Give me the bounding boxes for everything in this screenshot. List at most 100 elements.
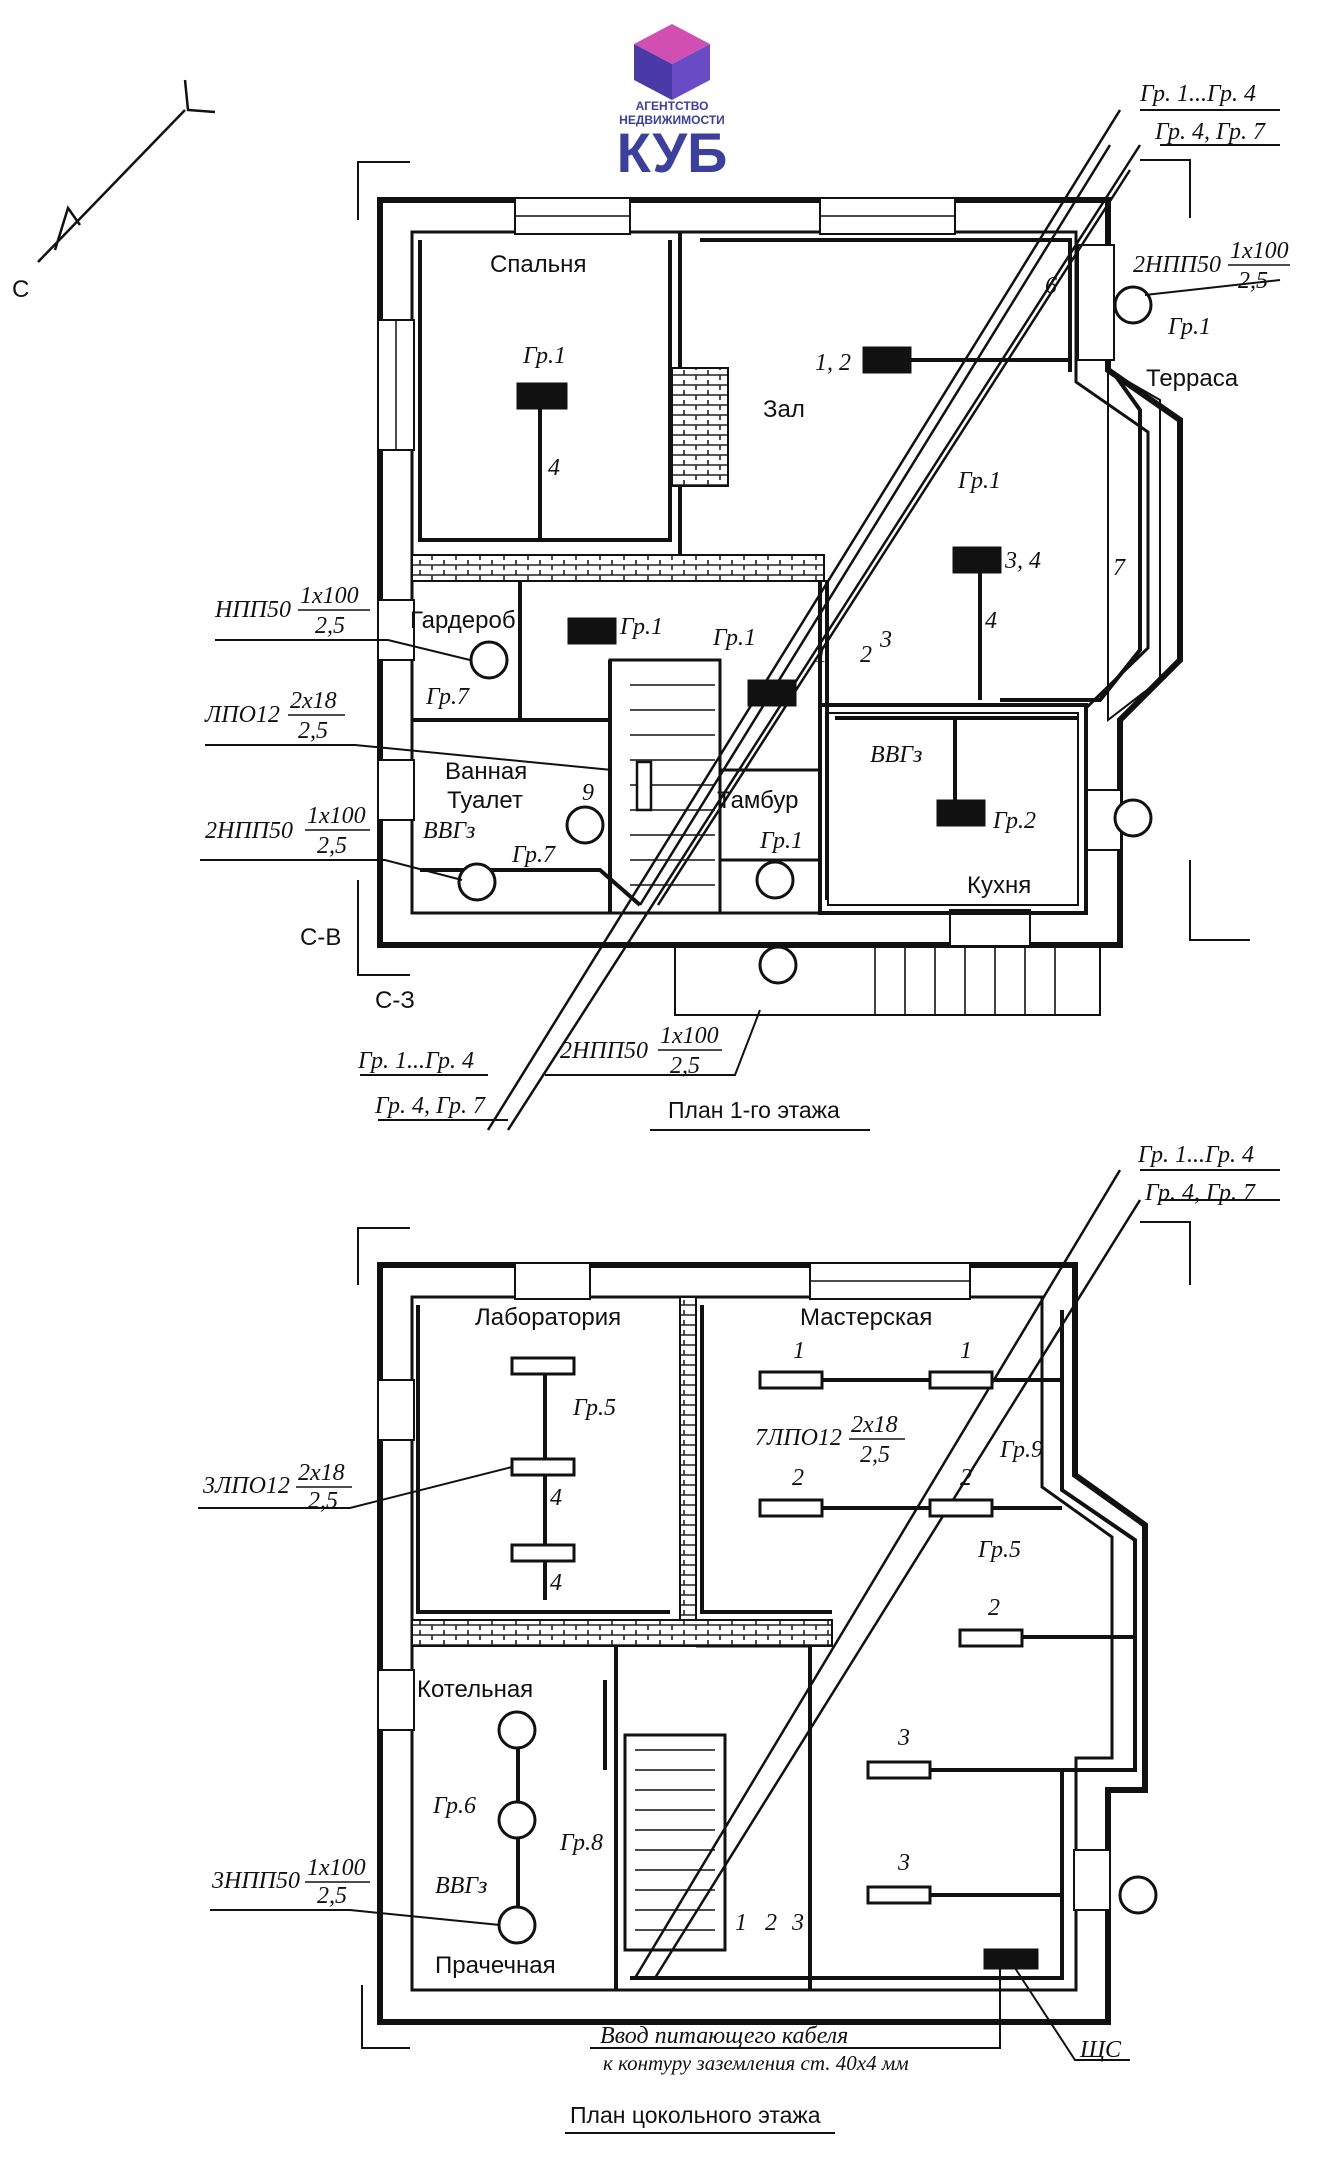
compass-north-label: С bbox=[12, 276, 29, 303]
svg-text:1x100: 1x100 bbox=[1230, 238, 1289, 264]
label-cable-in: Ввод питающего кабеля bbox=[600, 2023, 848, 2049]
svg-text:1x100: 1x100 bbox=[300, 583, 359, 609]
floor1-title: План 1-го этажа bbox=[668, 1097, 840, 1123]
label-n2-left: 2 bbox=[792, 1465, 804, 1491]
label-n4-upper: 4 bbox=[550, 1485, 562, 1511]
label-gr5-workshop: Гр.5 bbox=[977, 1537, 1021, 1563]
logo-name: КУБ bbox=[617, 121, 728, 184]
room-bedroom: Спальня bbox=[490, 251, 586, 278]
basement-plan bbox=[198, 1169, 1280, 2061]
room-toilet: Туалет bbox=[447, 787, 523, 814]
callout-2npp50-porch: 2НПП50 1x100 2,5 bbox=[560, 1023, 722, 1079]
room-workshop: Мастерская bbox=[800, 1304, 932, 1331]
label-n1-right: 1 bbox=[960, 1338, 972, 1364]
label-gr4-7-top: Гр. 4, Гр. 7 bbox=[1154, 119, 1266, 145]
svg-text:2x18: 2x18 bbox=[298, 1460, 345, 1486]
label-lamp-1-2: 1, 2 bbox=[815, 350, 851, 376]
room-wardrobe: Гардероб bbox=[410, 607, 516, 634]
label-n3-panel: 3 bbox=[791, 1910, 804, 1936]
svg-text:1x100: 1x100 bbox=[660, 1023, 719, 1049]
logo-cube-right bbox=[672, 44, 710, 100]
label-gr1-hall: Гр.1 bbox=[957, 468, 1001, 494]
label-n1-left: 1 bbox=[793, 1338, 805, 1364]
label-n2-mid: 2 bbox=[960, 1465, 972, 1491]
svg-text:2НПП50: 2НПП50 bbox=[560, 1038, 648, 1064]
label-n7: 7 bbox=[1113, 555, 1126, 581]
basement-label-gr4-7: Гр. 4, Гр. 7 bbox=[1144, 1180, 1256, 1206]
label-gr2: Гр.2 bbox=[992, 808, 1036, 834]
svg-text:2,5: 2,5 bbox=[298, 718, 328, 744]
north-arrow bbox=[37, 79, 216, 263]
callout-lpo12: ЛПО12 2x18 2,5 bbox=[204, 688, 345, 744]
svg-text:2x18: 2x18 bbox=[851, 1412, 898, 1438]
room-boiler: Котельная bbox=[417, 1676, 533, 1703]
label-ground: к контуру заземления ст. 40х4 мм bbox=[603, 2051, 909, 2075]
callout-2npp50-terrace: 2НПП50 1x100 2,5 bbox=[1133, 238, 1290, 294]
label-gr1-bedroom: Гр.1 bbox=[522, 343, 566, 369]
svg-text:2,5: 2,5 bbox=[1238, 268, 1268, 294]
direction-nw: С-З bbox=[375, 987, 415, 1014]
logo-line2: НЕДВИЖИМОСТИ bbox=[619, 113, 725, 127]
svg-text:2,5: 2,5 bbox=[860, 1442, 890, 1468]
label-gr4-7-bottom: Гр. 4, Гр. 7 bbox=[374, 1093, 486, 1119]
label-n4-hall: 4 bbox=[985, 608, 997, 634]
label-vvg-kitchen: ВВГз bbox=[870, 742, 922, 768]
callout-npp50: НПП50 1x100 2,5 bbox=[214, 583, 370, 639]
label-n2-right: 2 bbox=[988, 1595, 1000, 1621]
svg-text:2,5: 2,5 bbox=[315, 613, 345, 639]
label-n2-panel: 2 bbox=[765, 1910, 777, 1936]
basement-title: План цокольного этажа bbox=[570, 2102, 821, 2128]
label-gr6: Гр.6 bbox=[432, 1793, 476, 1819]
label-vvg-bath: ВВГз bbox=[423, 818, 475, 844]
svg-text:7ЛПО12: 7ЛПО12 bbox=[755, 1425, 842, 1451]
room-hall: Зал bbox=[763, 396, 805, 423]
label-n4-bedroom: 4 bbox=[548, 455, 560, 481]
label-gr1-vestibule: Гр.1 bbox=[759, 828, 803, 854]
label-gr1-terrace: Гр.1 bbox=[1167, 314, 1211, 340]
label-gr8: Гр.8 bbox=[559, 1830, 603, 1856]
label-lamp-3-4: 3, 4 bbox=[1004, 548, 1041, 574]
label-n6: 6 bbox=[1045, 273, 1057, 299]
callout-3lpo12: 3ЛПО12 2x18 2,5 bbox=[202, 1460, 352, 1514]
logo-cube-left bbox=[634, 44, 672, 100]
basement-label-gr1-4: Гр. 1...Гр. 4 bbox=[1137, 1142, 1254, 1168]
svg-text:1x100: 1x100 bbox=[307, 1855, 366, 1881]
label-gr1-stairs: Гр.1 bbox=[712, 625, 756, 651]
label-gr9: Гр.9 bbox=[999, 1437, 1043, 1463]
floor1-plan bbox=[200, 109, 1281, 1131]
label-panel: ЩС bbox=[1079, 2037, 1122, 2063]
svg-text:2НПП50: 2НПП50 bbox=[1133, 252, 1221, 278]
room-bath: Ванная bbox=[445, 758, 527, 785]
svg-text:2,5: 2,5 bbox=[308, 1488, 338, 1514]
room-kitchen: Кухня bbox=[967, 872, 1031, 899]
direction-ne: С-В bbox=[300, 924, 341, 951]
callout-3npp50: 3НПП50 1x100 2,5 bbox=[211, 1855, 370, 1909]
label-gr7-bath: Гр.7 bbox=[511, 842, 556, 868]
label-gr1-corridor: Гр.1 bbox=[619, 614, 663, 640]
label-n3-lower: 3 bbox=[897, 1850, 910, 1876]
room-laboratory: Лаборатория bbox=[475, 1304, 621, 1331]
svg-text:1x100: 1x100 bbox=[307, 803, 366, 829]
room-laundry: Прачечная bbox=[435, 1952, 556, 1979]
label-vvg-basement: ВВГз bbox=[435, 1873, 487, 1899]
svg-text:НПП50: НПП50 bbox=[214, 597, 291, 623]
svg-text:3ЛПО12: 3ЛПО12 bbox=[202, 1473, 290, 1499]
svg-text:ЛПО12: ЛПО12 bbox=[204, 702, 280, 728]
label-n4-lower: 4 bbox=[550, 1570, 562, 1596]
callout-7lpo12: 7ЛПО12 2x18 2,5 bbox=[755, 1412, 905, 1468]
svg-text:3НПП50: 3НПП50 bbox=[211, 1868, 300, 1894]
room-terrace: Терраса bbox=[1146, 365, 1239, 392]
label-n3: 3 bbox=[879, 627, 892, 653]
svg-text:2,5: 2,5 bbox=[317, 833, 347, 859]
label-n3-upper: 3 bbox=[897, 1725, 910, 1751]
label-n2: 2 bbox=[860, 642, 872, 668]
callout-2npp50-west: 2НПП50 1x100 2,5 bbox=[205, 803, 370, 859]
label-n9: 9 bbox=[582, 780, 594, 806]
label-gr1-4-top: Гр. 1...Гр. 4 bbox=[1139, 81, 1256, 107]
svg-text:2,5: 2,5 bbox=[670, 1053, 700, 1079]
label-gr1-4-bottom: Гр. 1...Гр. 4 bbox=[357, 1048, 474, 1074]
room-vestibule: Тамбур bbox=[717, 787, 798, 814]
logo-line1: АГЕНТСТВО bbox=[636, 99, 709, 113]
svg-text:2,5: 2,5 bbox=[317, 1883, 347, 1909]
